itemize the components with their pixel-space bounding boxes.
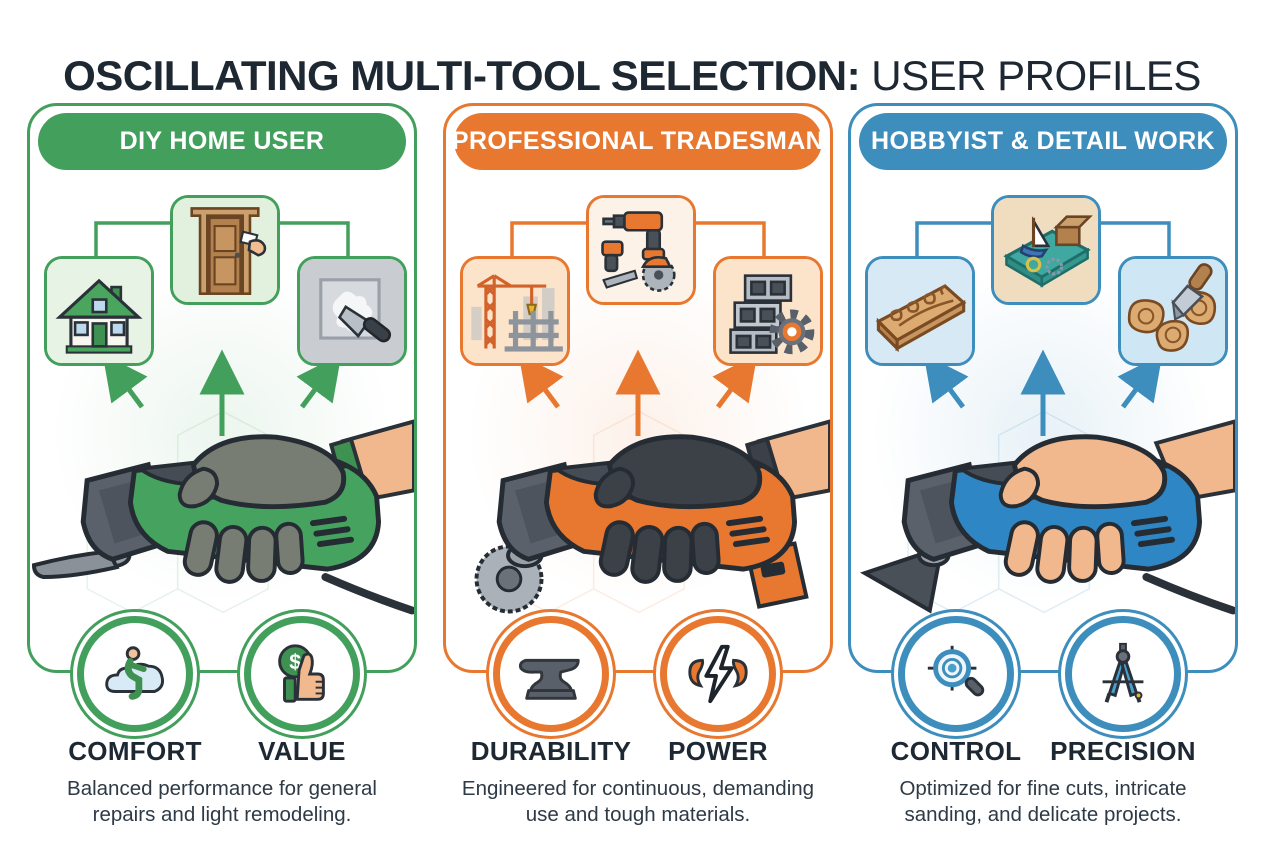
column-description-professional: Engineered for continuous, demanding use…: [461, 777, 815, 826]
comfort-badge: [77, 616, 193, 732]
anvil-icon: [518, 658, 580, 700]
profile-column-professional: PROFESSIONAL TRADESMAN: [443, 0, 833, 848]
hobbyist-card: HOBBYIST & DETAIL WORK: [848, 103, 1238, 673]
wood-carving-chisel-icon: [1118, 256, 1228, 366]
page-title: OSCILLATING MULTI-TOOL SELECTION: USER P…: [0, 52, 1264, 100]
dollar-coin-thumbs-up-icon: $: [278, 644, 325, 703]
page-title-sub: USER PROFILES: [871, 52, 1201, 100]
badge-label-power: POWER: [668, 736, 768, 766]
carved-molding-icon: [865, 256, 975, 366]
profile-column-diy: DIY HOME USER: [27, 0, 417, 848]
column-description-diy: Balanced performance for general repairs…: [67, 777, 377, 826]
precision-badge: [1065, 616, 1181, 732]
badge-label-value: VALUE: [258, 736, 346, 766]
lightning-muscles-icon: [688, 644, 748, 704]
concrete-blocks-gear-icon: [713, 256, 823, 366]
crosshair-magnifier-icon: [927, 645, 985, 697]
control-badge: [898, 616, 1014, 732]
badge-label-durability: DURABILITY: [470, 736, 632, 766]
badge-label-control: CONTROL: [890, 736, 1022, 766]
power-tools-icon: [586, 195, 696, 305]
multitool-illustration-green: [31, 410, 414, 615]
professional-card: PROFESSIONAL TRADESMAN: [443, 103, 833, 673]
door-trim-icon: [170, 195, 280, 305]
page-title-main: OSCILLATING MULTI-TOOL SELECTION:: [63, 52, 861, 100]
diy-card: DIY HOME USER: [27, 103, 417, 673]
wall-patch-putty-knife-icon: [297, 256, 407, 366]
drafting-compass-icon: [1102, 642, 1144, 703]
craft-projects-icon: [991, 195, 1101, 305]
column-header-professional: PROFESSIONAL TRADESMAN: [452, 113, 824, 170]
person-on-cloud-icon: [105, 646, 164, 700]
column-description-hobbyist: Optimized for fine cuts, intricate sandi…: [899, 777, 1187, 826]
column-header-diy: DIY HOME USER: [38, 113, 406, 170]
construction-crane-icon: [460, 256, 570, 366]
durability-badge: [493, 616, 609, 732]
power-badge: [660, 616, 776, 732]
multitool-illustration-orange: [474, 410, 830, 614]
multitool-illustration-blue: [860, 410, 1235, 615]
column-header-hobbyist: HOBBYIST & DETAIL WORK: [859, 113, 1227, 170]
profile-column-hobbyist: HOBBYIST & DETAIL WORK: [848, 0, 1238, 848]
badge-label-comfort: COMFORT: [68, 736, 202, 766]
value-badge: $: [244, 616, 360, 732]
house-icon: [44, 256, 154, 366]
badge-label-precision: PRECISION: [1050, 736, 1196, 766]
